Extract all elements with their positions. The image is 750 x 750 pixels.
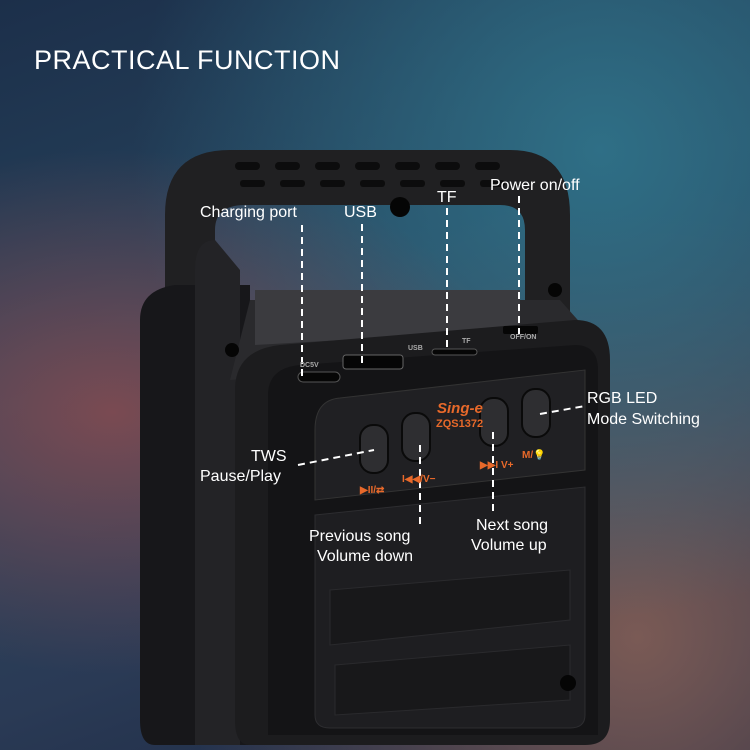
callout-tws-line1: TWS [251,448,287,465]
callout-next-line1: Next song [476,517,549,534]
button-label-next: ▶▶I V+ [480,460,514,471]
port-label-dc: DC5V [300,362,319,369]
port-label-tf: TF [462,338,471,345]
callout-rgb-line1: RGB LED [587,390,658,407]
model-number: ZQS1372 [436,418,484,430]
callout-tf: TF [437,189,457,206]
button-label-mode: M/💡 [522,450,546,461]
callout-charging-port: Charging port [200,204,297,221]
page-title: PRACTICAL FUNCTION [34,45,341,75]
callout-prev-line2: Volume down [317,548,414,565]
callout-power: Power on/off [490,177,580,194]
callout-next-line2: Volume up [471,537,547,554]
brand-logo: Sing-e [437,400,483,417]
callout-rgb-line2: Mode Switching [587,411,700,428]
callout-prev-line1: Previous song [309,528,411,545]
button-label-prev: I◀◀/V− [402,474,436,485]
port-label-power: OFF/ON [510,334,537,341]
port-label-usb: USB [408,345,423,352]
button-label-play: ▶II/⇄ [360,485,385,496]
callout-usb: USB [344,204,377,221]
callout-tws-line2: Pause/Play [200,468,281,485]
